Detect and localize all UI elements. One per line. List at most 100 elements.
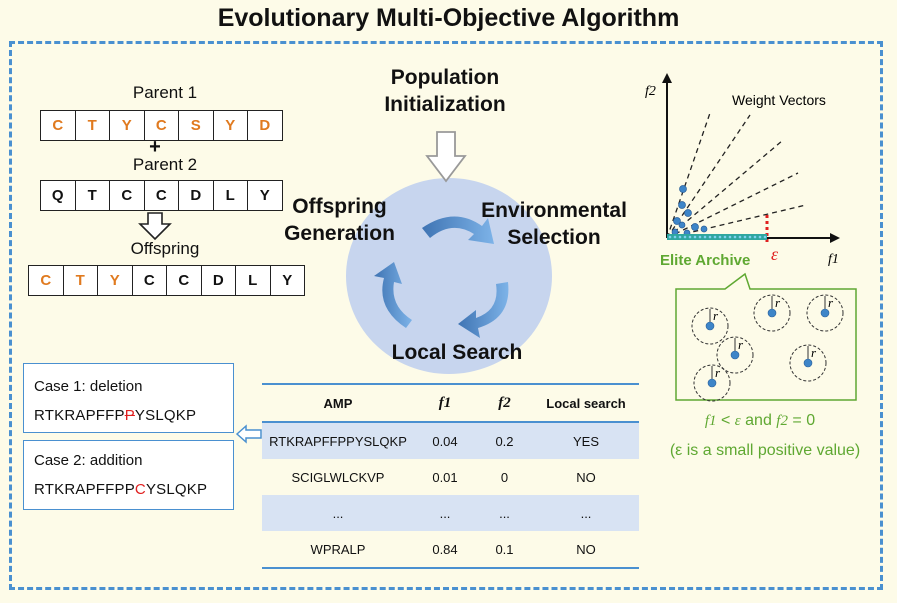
table-cell: 0.1 bbox=[476, 531, 533, 569]
table-cell: WPRALP bbox=[262, 531, 414, 569]
table-cell: ... bbox=[476, 495, 533, 531]
residue-cell: T bbox=[74, 110, 110, 141]
header-local-search: Local search bbox=[533, 383, 639, 423]
table-cell: ... bbox=[533, 495, 639, 531]
y-axis-arrow-icon bbox=[662, 73, 672, 83]
init-arrow-icon bbox=[425, 131, 467, 183]
epsilon-note: (ε is a small positive value) bbox=[669, 442, 861, 459]
case2-sequence: RTKRAPFFPPCYSLQKP bbox=[34, 481, 207, 498]
local-search-label: Local Search bbox=[391, 341, 523, 364]
table-cell: ... bbox=[262, 495, 414, 531]
archive-condition: f1 < ε and f2 = 0 bbox=[704, 412, 816, 429]
neighborhood: r bbox=[691, 307, 729, 345]
residue-cell: Y bbox=[247, 180, 283, 211]
residue-cell: D bbox=[178, 180, 214, 211]
weight-vectors bbox=[666, 112, 807, 239]
table-cell: 0.84 bbox=[414, 531, 476, 569]
cycle-arrow-right-icon bbox=[458, 282, 509, 338]
case1-suffix: YSLQKP bbox=[134, 407, 197, 424]
elite-archive-points bbox=[668, 235, 767, 239]
svg-text:r: r bbox=[738, 337, 744, 352]
diagram-title: Evolutionary Multi-Objective Algorithm bbox=[217, 4, 680, 32]
residue-cell: T bbox=[74, 180, 110, 211]
svg-text:r: r bbox=[828, 295, 834, 310]
parent1-label: Parent 1 bbox=[132, 83, 198, 102]
neighborhood: r bbox=[753, 294, 791, 332]
residue-cell: Y bbox=[97, 265, 133, 296]
residue-cell: C bbox=[143, 180, 179, 211]
residue-cell: S bbox=[178, 110, 214, 141]
elite-archive-label: Elite Archive bbox=[660, 252, 750, 269]
case1-prefix: RTKRAPFFP bbox=[34, 407, 125, 424]
case1-sequence: RTKRAPFFPPYSLQKP bbox=[34, 407, 196, 424]
header-amp: AMP bbox=[262, 383, 414, 423]
residue-cell: Q bbox=[40, 180, 76, 211]
table-cell: 0.2 bbox=[476, 422, 533, 459]
residue-cell: D bbox=[200, 265, 236, 296]
cycle-arrows bbox=[374, 216, 509, 338]
table-row: ............ bbox=[262, 495, 639, 531]
table-cell: SCIGLWLCKVP bbox=[291, 469, 385, 485]
residue-cell: C bbox=[28, 265, 64, 296]
case1-box: Case 1: deletion RTKRAPFFPPYSLQKP bbox=[23, 363, 234, 433]
residue-cell: C bbox=[143, 110, 179, 141]
residue-cell: C bbox=[131, 265, 167, 296]
table-cell: 0 bbox=[500, 469, 509, 485]
case2-suffix: YSLQKP bbox=[145, 481, 208, 498]
residue-cell: C bbox=[166, 265, 202, 296]
environmental-selection-label: Environmental Selection bbox=[481, 199, 627, 249]
case2-prefix: RTKRAPFFPP bbox=[34, 481, 135, 498]
solution-points bbox=[671, 185, 708, 237]
parent2-label: Parent 2 bbox=[132, 155, 198, 174]
population-initialization-label: Population Initialization bbox=[384, 66, 506, 116]
case2-title: Case 2: addition bbox=[34, 452, 143, 469]
svg-text:r: r bbox=[715, 365, 721, 380]
svg-text:r: r bbox=[713, 308, 719, 323]
residue-cell: Y bbox=[212, 110, 248, 141]
table-cell: NO bbox=[533, 531, 639, 569]
archive-zoom-callout bbox=[675, 272, 857, 401]
y-axis-label: f2 bbox=[645, 84, 656, 99]
residue-cell: T bbox=[62, 265, 98, 296]
table-cell: RTKRAPFFPPYSLQKP bbox=[262, 422, 414, 459]
neighborhood: r bbox=[806, 294, 844, 332]
dashed-frame bbox=[9, 41, 883, 590]
neighborhood: r bbox=[716, 336, 754, 374]
weight-vectors-label: Weight Vectors bbox=[732, 92, 826, 108]
residue-cell: C bbox=[40, 110, 76, 141]
residue-cell: Y bbox=[109, 110, 145, 141]
table-cell: 0.04 bbox=[414, 422, 476, 459]
residue-cell: L bbox=[212, 180, 248, 211]
table-cell: YES bbox=[533, 422, 639, 459]
neighborhood: r bbox=[693, 364, 731, 402]
case2-added-residue: C bbox=[134, 481, 146, 498]
offspring-label: Offspring bbox=[130, 239, 200, 258]
residue-cell: D bbox=[247, 110, 283, 141]
cycle-arrow-top-icon bbox=[422, 216, 494, 244]
header-f2: f2 bbox=[476, 383, 533, 423]
plus-sign: + bbox=[149, 136, 161, 158]
case2-box: Case 2: addition RTKRAPFFPPCYSLQKP bbox=[23, 440, 234, 510]
x-axis-arrow-icon bbox=[830, 233, 840, 243]
cycle-arrow-left-icon bbox=[374, 262, 412, 328]
x-axis-label: f1 bbox=[828, 252, 839, 267]
table-cell: NO bbox=[576, 469, 596, 485]
table-header-row: AMP f1 f2 Local search bbox=[262, 383, 639, 423]
svg-text:r: r bbox=[811, 345, 817, 360]
header-f1: f1 bbox=[414, 383, 476, 423]
offspring-generation-label: Offspring Generation bbox=[284, 195, 395, 245]
residue-cell: C bbox=[109, 180, 145, 211]
residue-cell: Y bbox=[269, 265, 305, 296]
case1-deleted-residue: P bbox=[124, 407, 135, 424]
table-cell: ... bbox=[414, 495, 476, 531]
elite-archive-band bbox=[667, 234, 767, 240]
crossover-arrow-icon bbox=[138, 212, 172, 241]
